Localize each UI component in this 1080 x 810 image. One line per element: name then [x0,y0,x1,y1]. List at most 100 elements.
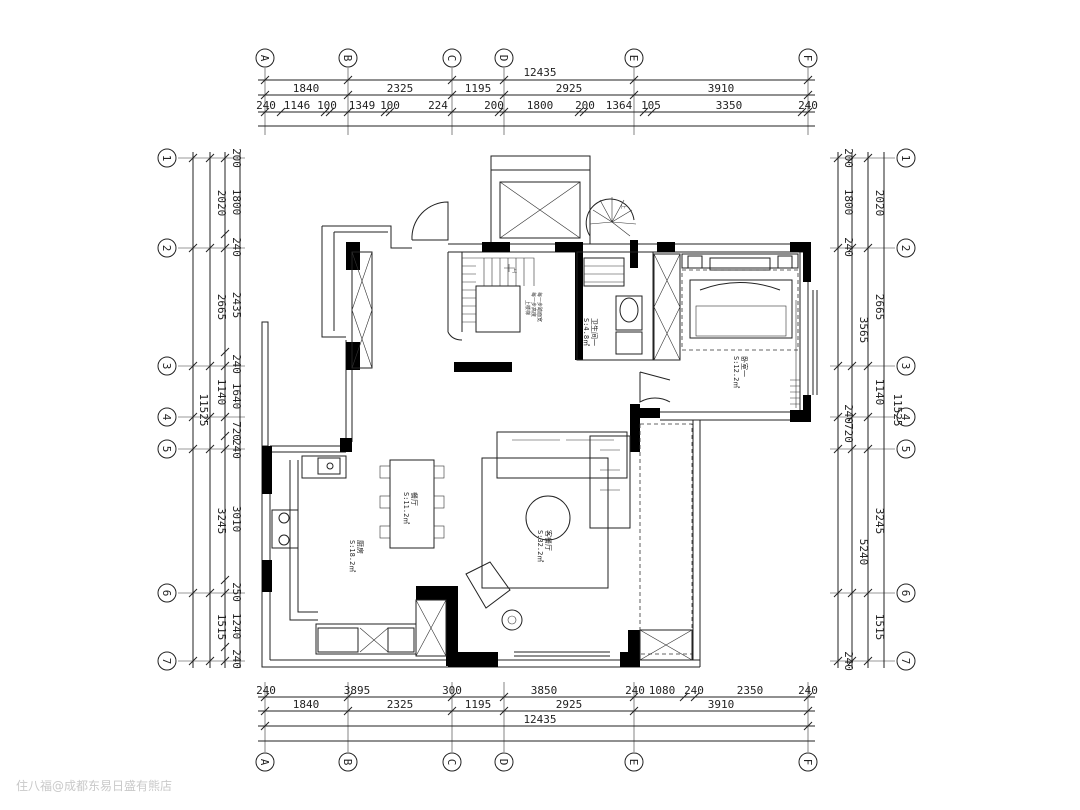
dim-left-major: 1140 [215,379,228,406]
axis-label: 3 [160,363,173,370]
axis-label: 2 [160,245,173,252]
solid-walls [262,240,811,667]
bottom-dimensions: 240 3895 300 3850 240 1080 240 2350 240 … [256,684,818,726]
axis-label: 4 [160,414,173,421]
dim-bottom-major: 1840 [293,698,320,711]
dim-top-major: 2325 [387,82,414,95]
dim-top-minor: 200 [575,99,595,112]
dim-left-major: 1515 [215,614,228,641]
axis-label: E [627,759,640,766]
stairs: 上 每一步踏面宽 每一步高度 上楼梯 [447,252,543,341]
stair-up-label: 上 [512,267,517,274]
axis-label: 1 [160,155,173,162]
dim-right-minor: 240 [842,404,855,424]
spiral-stair: 上 [585,197,637,237]
room-area: S:4.8㎡ [582,318,590,346]
dim-right-major: 2020 [873,190,886,217]
top-dimensions: 12435 1840 2325 1195 2925 3910 240 1146 … [256,66,818,112]
dim-top-minor: 105 [641,99,661,112]
axis-label: 1 [899,155,912,162]
dim-right-minor: 720 [842,423,855,443]
axis-bubbles-right: 1 2 3 4 5 6 7 [896,148,916,671]
dim-top-minor: 240 [256,99,276,112]
room-name: 卧室一 [740,356,749,377]
axis-label: C [445,759,458,766]
dim-left-minor: 240 [230,237,243,257]
west-cabinet [351,251,373,369]
dim-right-minor: 240 [842,651,855,671]
room-name: 厨房 [356,540,365,554]
axis-label: D [497,759,510,766]
axis-label: E [627,55,640,62]
dim-left-minor: 240 [230,649,243,669]
dim-bottom-upper: 3895 [344,684,371,697]
dim-bottom-upper: 240 [684,684,704,697]
dim-bottom-major: 3910 [708,698,735,711]
dim-bottom-upper: 240 [256,684,276,697]
axis-label: C [445,55,458,62]
dim-left-major: 3245 [215,508,228,535]
axis-label: A [258,55,271,62]
axis-label: A [258,759,271,766]
dim-top-minor: 200 [484,99,504,112]
dim-top-minor: 100 [317,99,337,112]
axis-label: 7 [160,658,173,665]
dim-left-minor: 1640 [230,383,243,410]
dim-left-minor: 250 [230,582,243,602]
axis-bubbles-bottom: A B C D E F [255,752,818,772]
bedroom: 卧室一 S:12.2㎡ [681,253,800,408]
dim-right-minor: 1800 [842,189,855,216]
room-area: S:18.2㎡ [348,540,356,572]
axis-label: 5 [160,446,173,453]
dimension-ticks [188,75,873,731]
axis-label: 6 [899,590,912,597]
dim-left-total: 11525 [197,393,210,426]
dim-bottom-major: 2925 [556,698,583,711]
room-area: S:32.2㎡ [536,530,544,562]
dim-bottom-upper: 240 [798,684,818,697]
spiral-up-label: 上 [620,204,627,209]
left-dimensions: 11525 2020 2665 1140 3245 1515 200 1800 … [197,148,243,669]
dim-left-minor: 1800 [230,189,243,216]
dim-left-major: 2020 [215,190,228,217]
axis-label: F [801,759,814,766]
axis-label: 2 [899,245,912,252]
dim-right-major: 3245 [873,508,886,535]
dimension-lines [192,79,885,742]
dim-top-minor: 1349 [349,99,376,112]
dim-right-major: 1140 [873,379,886,406]
dim-right-minor: 240 [842,237,855,257]
dim-top-minor: 1146 [284,99,311,112]
dim-left-major: 2665 [215,294,228,321]
doors [411,201,671,403]
dim-bottom-upper: 2350 [737,684,764,697]
wardrobe [653,253,681,361]
axis-label: B [341,55,354,62]
dim-right-minor: 5240 [857,539,870,566]
dim-top-major: 1840 [293,82,320,95]
dining: 餐厅 S:11.2㎡ [379,459,445,549]
axis-label: 5 [899,446,912,453]
stair-note: 上楼梯 [524,300,531,315]
dim-left-minor: 1240 [230,613,243,640]
dim-top-minor: 224 [428,99,448,112]
dim-left-minor: 200 [230,148,243,168]
dim-bottom-upper: 300 [442,684,462,697]
dim-bottom-major: 2325 [387,698,414,711]
kitchen: 厨房 S:18.2㎡ [271,455,447,657]
dim-bottom-total: 12435 [523,713,556,726]
axis-label: B [341,759,354,766]
axis-label: 6 [160,590,173,597]
dim-top-major: 2925 [556,82,583,95]
dim-right-minor: 3565 [857,317,870,344]
dim-bottom-upper: 3850 [531,684,558,697]
room-name: 餐厅 [410,492,419,506]
dim-top-minor: 100 [380,99,400,112]
dim-top-minor: 1364 [606,99,633,112]
axis-label: F [801,55,814,62]
axis-label: D [497,55,510,62]
dim-right-major: 2665 [873,294,886,321]
axis-bubbles-top: A B C D E F [255,48,818,68]
axis-label: 7 [899,658,912,665]
